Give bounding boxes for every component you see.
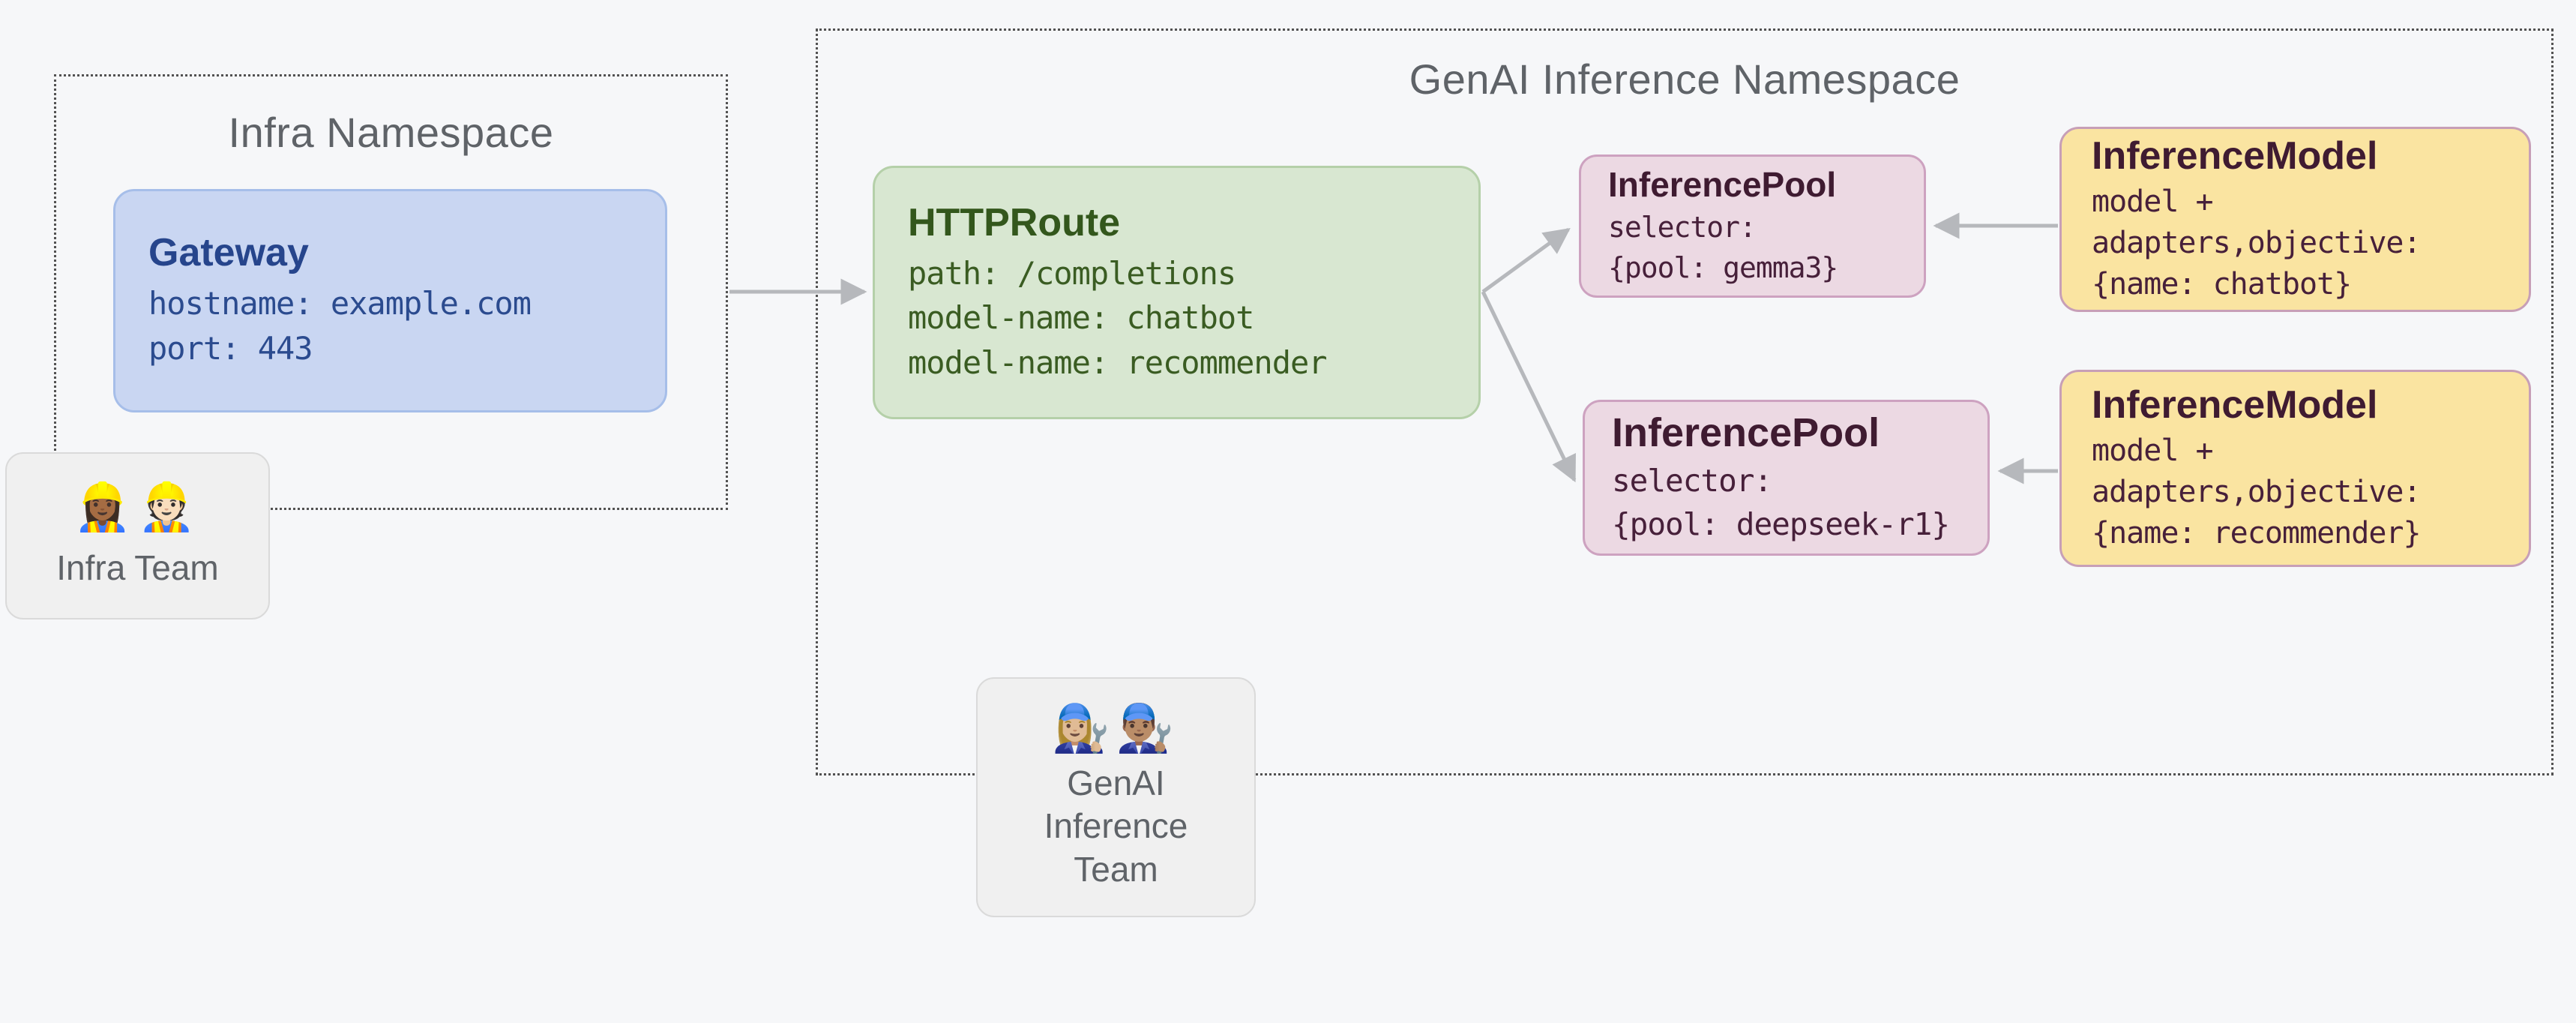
inference-pool-gemma3-selector-line: selector: <box>1608 210 1757 244</box>
genai-inference-team-label: GenAI Inference Team <box>1044 763 1188 889</box>
inference-model-recommender-line-2: adapters,objective: <box>2092 474 2422 509</box>
inference-model-recommender-line-1: model + <box>2092 433 2214 468</box>
construction-workers-emoji: 👷🏾‍♀️👷🏻 <box>73 481 202 533</box>
gateway-port-line: port: 443 <box>148 330 313 367</box>
mechanics-emoji: 👩🏼‍🔧👨🏽‍🔧 <box>1052 702 1180 754</box>
gateway-hostname-line: hostname: example.com <box>148 285 532 322</box>
inference-pool-deepseek-value-line: {pool: deepseek-r1} <box>1612 506 1950 542</box>
httproute-box: HTTPRoute path: /completions model-name:… <box>873 166 1481 419</box>
inference-model-recommender-box: InferenceModel model + adapters,objectiv… <box>2059 370 2531 567</box>
httproute-model-chatbot-line: model-name: chatbot <box>908 299 1254 337</box>
infra-namespace-title: Infra Namespace <box>228 109 554 156</box>
gateway-title: Gateway <box>148 231 309 275</box>
inference-model-chatbot-box: InferenceModel model + adapters,objectiv… <box>2059 127 2531 312</box>
inference-model-chatbot-line-3: {name: chatbot} <box>2092 267 2352 302</box>
inference-model-recommender-title: InferenceModel <box>2092 382 2378 427</box>
inference-model-recommender-line-3: {name: recommender} <box>2092 516 2422 551</box>
inference-pool-gemma3-title: InferencePool <box>1608 164 1837 204</box>
httproute-model-recommender-line: model-name: recommender <box>908 344 1328 381</box>
genai-namespace-box: GenAI Inference Namespace <box>816 28 2554 776</box>
gateway-box: Gateway hostname: example.com port: 443 <box>113 189 667 412</box>
infra-team-card: 👷🏾‍♀️👷🏻 Infra Team <box>5 452 270 620</box>
httproute-title: HTTPRoute <box>908 200 1121 244</box>
httproute-path-line: path: /completions <box>908 254 1236 292</box>
inference-pool-gemma3-value-line: {pool: gemma3} <box>1608 250 1838 284</box>
genai-inference-team-card: 👩🏼‍🔧👨🏽‍🔧 GenAI Inference Team <box>976 677 1256 917</box>
inference-model-chatbot-line-1: model + <box>2092 184 2214 219</box>
infra-namespace-box: Infra Namespace <box>54 74 728 510</box>
infra-team-label: Infra Team <box>56 548 219 587</box>
inference-model-chatbot-line-2: adapters,objective: <box>2092 225 2422 260</box>
inference-model-chatbot-title: InferenceModel <box>2092 134 2378 178</box>
inference-pool-deepseek-title: InferencePool <box>1612 410 1880 455</box>
inference-pool-deepseek-selector-line: selector: <box>1612 462 1772 499</box>
genai-namespace-title: GenAI Inference Namespace <box>1409 56 1960 103</box>
inference-pool-deepseek-box: InferencePool selector: {pool: deepseek-… <box>1583 400 1990 556</box>
inference-pool-gemma3-box: InferencePool selector: {pool: gemma3} <box>1579 154 1926 298</box>
